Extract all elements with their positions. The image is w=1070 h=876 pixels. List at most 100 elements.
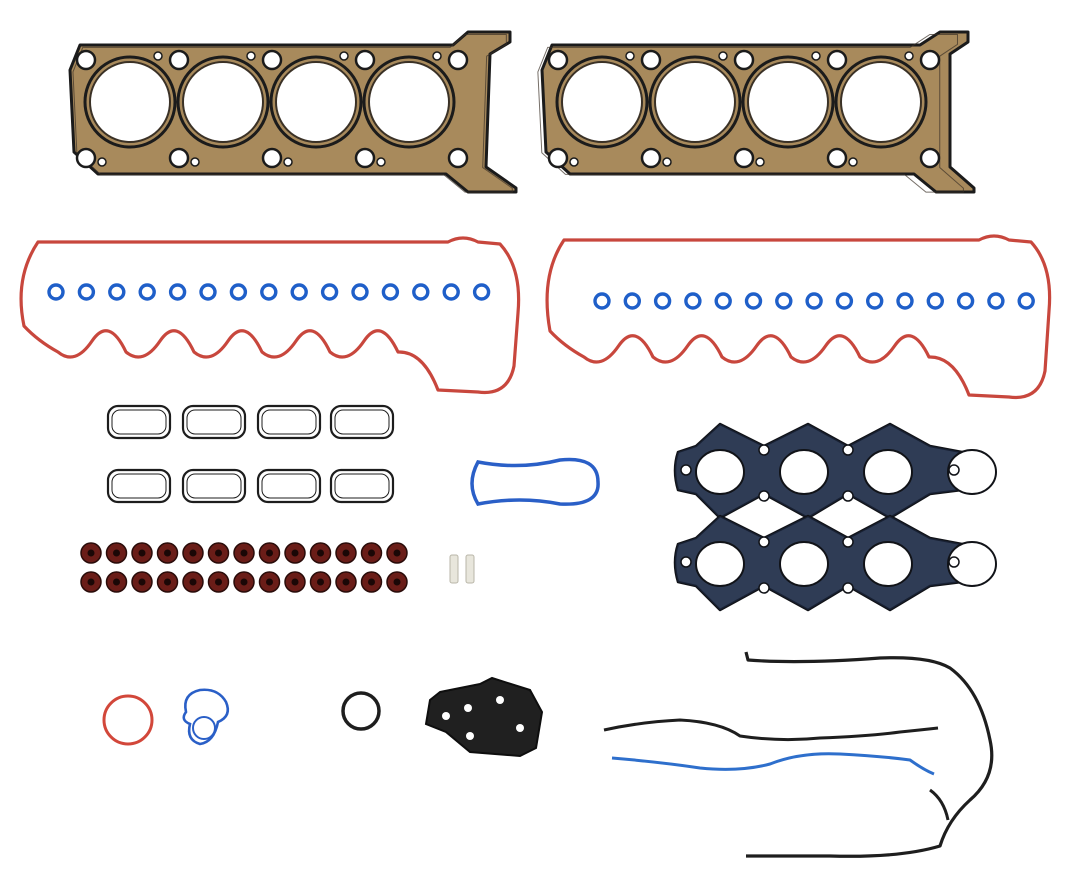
- manifold-bolt-hole: [842, 536, 854, 548]
- spark-plug-tube-seal: [623, 292, 641, 310]
- stem-seal-bore: [368, 578, 375, 586]
- cylinder-bore: [275, 61, 357, 143]
- intake-seal-inner: [186, 409, 242, 435]
- combustion-ring: [176, 55, 270, 149]
- stem-seal-bore: [189, 549, 197, 557]
- front-cover-gasket-outer: [744, 651, 994, 858]
- spark-plug-tube-seal: [108, 283, 126, 301]
- bolt-hole: [168, 147, 190, 169]
- valve-stem-seal: [309, 542, 332, 564]
- stem-seal-bore: [393, 578, 401, 586]
- spark-plug-tube-seal: [805, 292, 823, 310]
- stem-seal-bore: [266, 578, 273, 586]
- coolant-hole: [848, 157, 858, 167]
- bolt-hole: [447, 49, 469, 71]
- exhaust-port: [779, 541, 829, 587]
- spark-plug-tube-seal: [138, 283, 156, 301]
- exhaust-manifold-gasket-2: [673, 514, 997, 612]
- intake-seal-inner: [261, 409, 317, 435]
- front-cover-gaskets: [603, 651, 994, 858]
- exhaust-port: [947, 449, 997, 495]
- coolant-hole: [190, 157, 200, 167]
- valve-cover-seal-bead: [19, 236, 521, 395]
- cylinder-bore: [89, 61, 171, 143]
- spark-plug-tube-seal: [835, 292, 854, 310]
- coolant-hole: [569, 157, 579, 167]
- front-cover-gasket-lower: [611, 752, 935, 776]
- spark-plug-tube-seal: [775, 292, 793, 310]
- valve-stem-seal: [207, 571, 230, 593]
- spark-plug-tube-seal: [866, 292, 884, 310]
- stem-seal-bore: [317, 549, 324, 557]
- manifold-bolt-hole: [842, 490, 854, 502]
- valve-stem-seal: [233, 571, 255, 593]
- spacer-plate-hole: [496, 696, 504, 704]
- water-outlet-seal: [182, 688, 230, 746]
- bolt-hole: [733, 49, 755, 71]
- stem-seal-bore: [215, 578, 222, 586]
- valve-stem-seals: [80, 542, 408, 593]
- combustion-ring: [269, 55, 363, 149]
- spark-plug-tube-seal: [77, 283, 96, 301]
- coolant-hole: [283, 157, 293, 167]
- combustion-ring: [648, 55, 742, 149]
- stem-seal-bore: [240, 549, 248, 557]
- intake-seal-ring: [106, 468, 172, 504]
- spark-plug-tube-seal: [472, 283, 491, 301]
- stem-seal-bore: [291, 578, 299, 586]
- coolant-hole: [339, 51, 349, 61]
- bolt-hole: [640, 147, 662, 169]
- stem-seal-bore: [189, 578, 197, 586]
- spark-plug-tube-seal: [1017, 292, 1035, 310]
- stem-seal-bore: [266, 549, 273, 557]
- thermostat-o-ring: [102, 694, 154, 746]
- valve-stem-seal: [335, 571, 357, 593]
- spark-plug-tube-seal: [412, 283, 430, 301]
- stem-seal-bore: [164, 549, 171, 557]
- spark-plug-tube-seal: [47, 283, 65, 301]
- bolt-hole: [826, 147, 848, 169]
- intake-gasket-4: [329, 404, 395, 440]
- spark-plug-tube-seal: [593, 292, 611, 310]
- valve-stem-seal: [105, 542, 128, 564]
- valve-stem-seal: [156, 542, 179, 564]
- valve-stem-seal: [258, 571, 281, 593]
- cylinder-head-gaskets: [68, 30, 976, 194]
- spark-plug-tube-seal: [351, 283, 369, 301]
- combustion-ring: [83, 55, 177, 149]
- intake-gasket-7: [256, 468, 322, 504]
- manifold-bolt-hole: [758, 444, 770, 456]
- manifold-bolt-hole: [680, 464, 692, 476]
- alignment-dowel: [465, 554, 475, 584]
- valve-stem-seal: [360, 571, 383, 593]
- intake-port-gaskets: [106, 404, 395, 504]
- spark-plug-tube-seal: [229, 283, 248, 301]
- coolant-hole: [246, 51, 256, 61]
- bolt-hole: [547, 147, 569, 169]
- stem-seal-bore: [113, 578, 120, 586]
- intake-seal-ring: [181, 404, 247, 440]
- cylinder-bore: [561, 61, 643, 143]
- valve-stem-seal: [284, 542, 306, 564]
- intake-seal-inner: [334, 473, 390, 499]
- spark-plug-tube-seal: [653, 292, 672, 310]
- intake-seal-ring: [256, 404, 322, 440]
- valve-cover-seal-bead: [545, 234, 1052, 400]
- intake-seal-inner: [334, 409, 390, 435]
- bolt-hole: [447, 147, 469, 169]
- misc-seals: [102, 457, 600, 758]
- stem-seal-bore: [138, 549, 146, 557]
- valve-stem-seal: [360, 542, 383, 564]
- spacer-plate-hole: [466, 732, 474, 740]
- valve-stem-seal: [309, 571, 332, 593]
- combustion-ring: [362, 55, 456, 149]
- intake-seal-ring: [106, 404, 172, 440]
- spark-plug-tube-seal: [381, 283, 400, 301]
- intake-gasket-1: [106, 404, 172, 440]
- spark-plug-tube-seal: [320, 283, 339, 301]
- intake-seal-ring: [329, 404, 395, 440]
- bolt-hole: [733, 147, 755, 169]
- manifold-bolt-hole: [948, 464, 960, 476]
- intake-seal-ring: [256, 468, 322, 504]
- valve-stem-seal: [131, 542, 153, 564]
